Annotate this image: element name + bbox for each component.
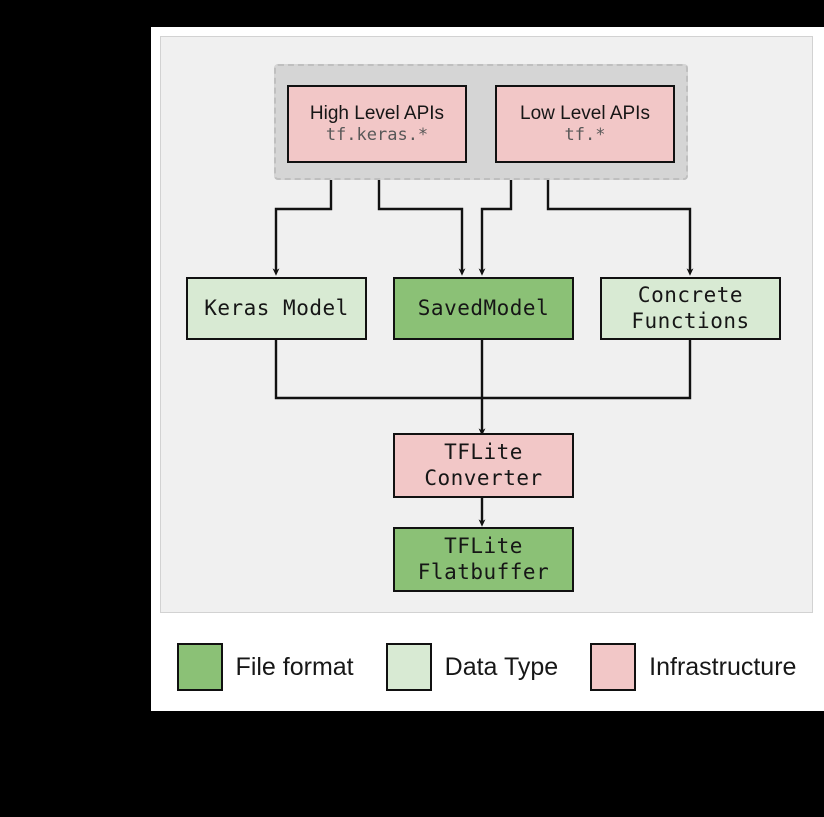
node-concrete-functions[interactable]: Concrete Functions [600, 277, 781, 340]
legend-swatch-infrastructure [590, 643, 637, 691]
legend-label-infrastructure: Infrastructure [649, 652, 797, 681]
node-concrete-functions-label-line2: Functions [631, 308, 750, 333]
node-saved-model-label: SavedModel [417, 295, 550, 320]
node-high-level-apis-label: High Level APIs [309, 103, 445, 125]
node-tflite-flatbuffer-label-line1: TFLite [444, 533, 523, 558]
legend-swatch-file-format [176, 643, 223, 691]
node-keras-model-label: Keras Model [204, 295, 349, 320]
node-tflite-converter-label-line2: Converter [424, 465, 543, 490]
node-low-level-apis-sublabel: tf.* [564, 125, 606, 146]
node-tflite-flatbuffer-label-line2: Flatbuffer [417, 559, 550, 584]
node-high-level-apis-sublabel: tf.keras.* [325, 125, 429, 146]
node-tflite-converter-label-line1: TFLite [444, 439, 523, 464]
node-concrete-functions-label-line1: Concrete [637, 282, 744, 307]
legend: File format Data Type Infrastructure [160, 627, 813, 707]
legend-item-infrastructure: Infrastructure [590, 643, 796, 691]
node-keras-model[interactable]: Keras Model [186, 277, 367, 340]
node-saved-model[interactable]: SavedModel [393, 277, 574, 340]
legend-swatch-data-type [385, 643, 432, 691]
node-low-level-apis[interactable]: Low Level APIs tf.* [495, 85, 675, 163]
legend-label-file-format: File format [235, 652, 354, 681]
node-tflite-converter[interactable]: TFLite Converter [393, 433, 574, 498]
legend-item-data-type: Data Type [385, 643, 559, 691]
node-low-level-apis-label: Low Level APIs [520, 103, 650, 125]
legend-item-file-format: File format [176, 643, 354, 691]
diagram-card: High Level APIs tf.keras.* Low Level API… [151, 27, 824, 711]
legend-label-data-type: Data Type [444, 652, 559, 681]
node-high-level-apis[interactable]: High Level APIs tf.keras.* [287, 85, 467, 163]
node-tflite-flatbuffer[interactable]: TFLite Flatbuffer [393, 527, 574, 592]
